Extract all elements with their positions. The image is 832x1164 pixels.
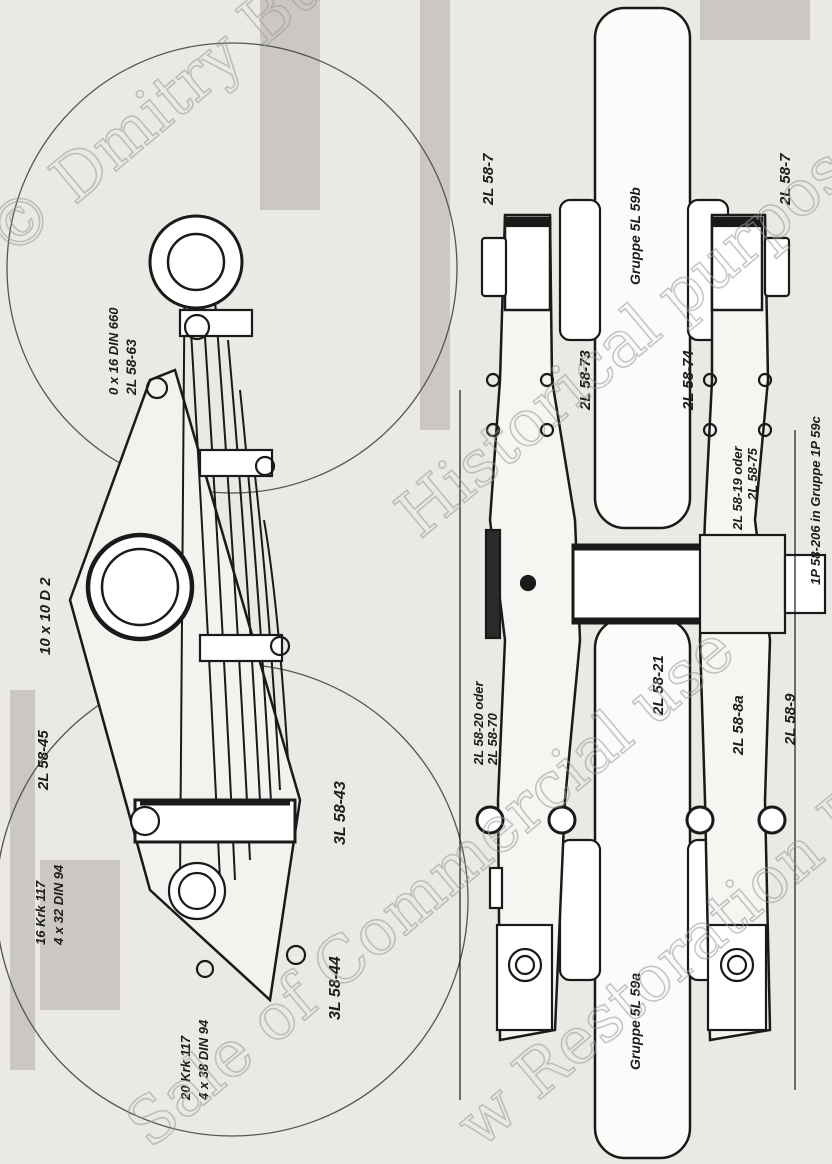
label-axle: 2L 58-21: [650, 655, 667, 716]
label-bolt-b-1: 20 Krk 117: [178, 1035, 193, 1101]
label-bolt-a-1: 16 Krk 117: [33, 880, 48, 945]
label-stop-lower: 3L 58-44: [327, 956, 344, 1020]
spring-clamp-3: [198, 633, 284, 663]
lever-hole: [167, 861, 227, 921]
label-axle-ref: 1P 58-206 in Gruppe 1P 59c: [808, 415, 823, 585]
wheel-circle-upper: [6, 42, 458, 494]
nut-right: [763, 236, 791, 298]
axle-bearing: [698, 533, 787, 635]
label-eye-bolt: 2L 58-63: [123, 339, 139, 396]
spring-lever-assembly: [0, 42, 469, 1137]
label-lever: 2L 58-45: [35, 730, 52, 791]
label-sleeve: 2L 58-8a: [730, 695, 747, 756]
nut-left: [480, 236, 508, 298]
background-text-ghost: [10, 0, 810, 1070]
label-nut-right: 2L 58-7: [777, 153, 794, 206]
label-spring-buckle: 10 x 10 D 2: [37, 577, 54, 655]
label-bush-a: 2L 58-20 oder: [471, 680, 486, 766]
label-arm-left: 2L 58-73: [577, 350, 594, 411]
spring-eye: [148, 214, 244, 310]
clamp-block-left: [503, 216, 552, 312]
bush-left: [484, 528, 502, 640]
label-bush-b: 2L 58-70: [485, 712, 500, 766]
label-arm-alt-a: 2L 58-19 oder: [730, 445, 745, 531]
label-bracket-pin: 0 x 16 DIN 660: [106, 307, 121, 395]
label-washer: 2L 58-9: [782, 693, 799, 746]
hub-lower-left: [558, 838, 602, 982]
label-wheel-upper: Gruppe 5L 59b: [627, 187, 643, 285]
axle-end: [783, 553, 827, 615]
spring-bearing: [85, 532, 195, 642]
label-arm-right: 2L 58-74: [680, 350, 697, 411]
part-labels: 0 x 16 DIN 660 2L 58-63 10 x 10 D 2 2L 5…: [33, 153, 823, 1101]
label-arm-alt-b: 2L 58-75: [745, 447, 760, 501]
label-nut-left: 2L 58-7: [480, 153, 497, 206]
label-stop-upper: 3L 58-43: [332, 781, 349, 845]
label-bolt-b-2: 4 x 38 DIN 94: [196, 1019, 211, 1101]
spring-clamp-1: [178, 308, 254, 338]
hub-upper-left: [558, 198, 602, 342]
axle-arm-assembly: [459, 6, 827, 1160]
label-wheel-lower: Gruppe 5L 59a: [627, 973, 643, 1070]
label-bolt-a-2: 4 x 32 DIN 94: [51, 864, 66, 946]
spring-clamp-2: [198, 448, 274, 478]
